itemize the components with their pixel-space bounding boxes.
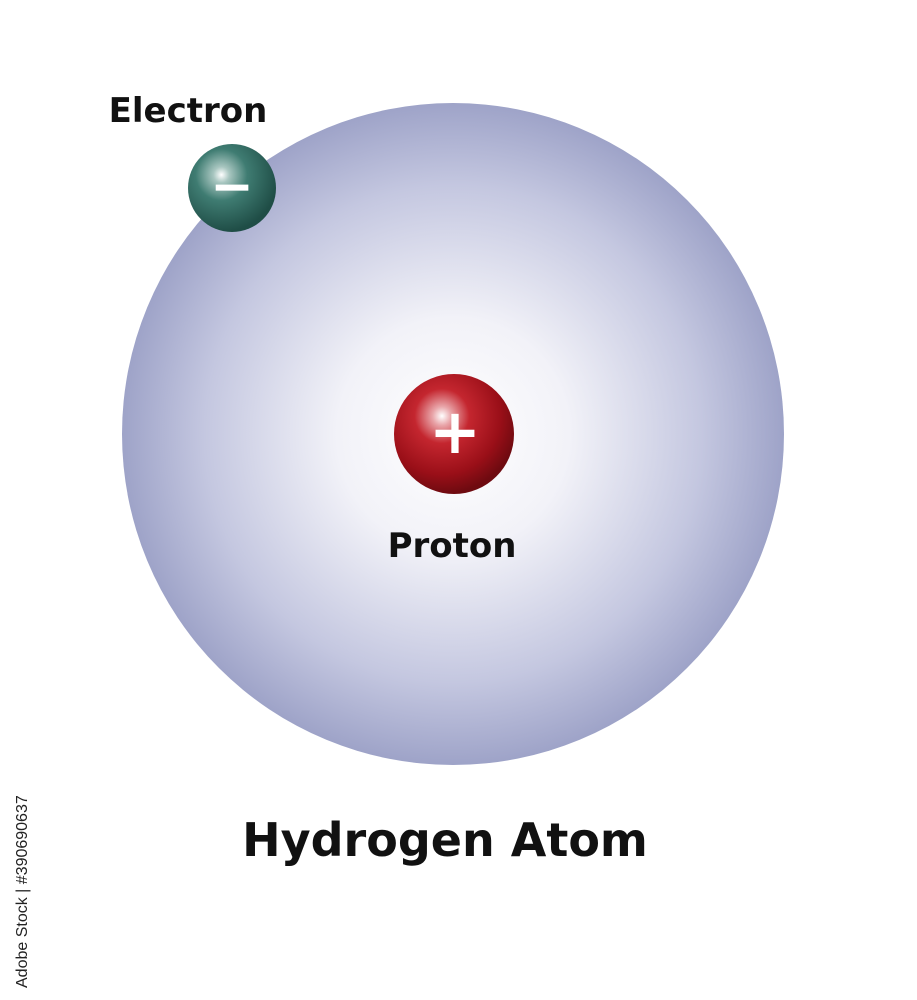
electron-label: Electron xyxy=(109,91,268,131)
proton-charge-symbol: + xyxy=(429,395,481,468)
electron-sphere xyxy=(188,144,276,232)
proton-label: Proton xyxy=(388,526,517,566)
diagram-title: Hydrogen Atom xyxy=(242,813,648,867)
proton-sphere xyxy=(394,374,514,494)
stock-id-text: Adobe Stock | #390690637 xyxy=(14,795,31,988)
proton-particle: + xyxy=(394,374,514,494)
stock-id-watermark: Adobe Stock | #390690637 xyxy=(14,795,31,988)
electron-particle: − xyxy=(188,144,276,232)
electron-charge-symbol: − xyxy=(210,157,254,217)
